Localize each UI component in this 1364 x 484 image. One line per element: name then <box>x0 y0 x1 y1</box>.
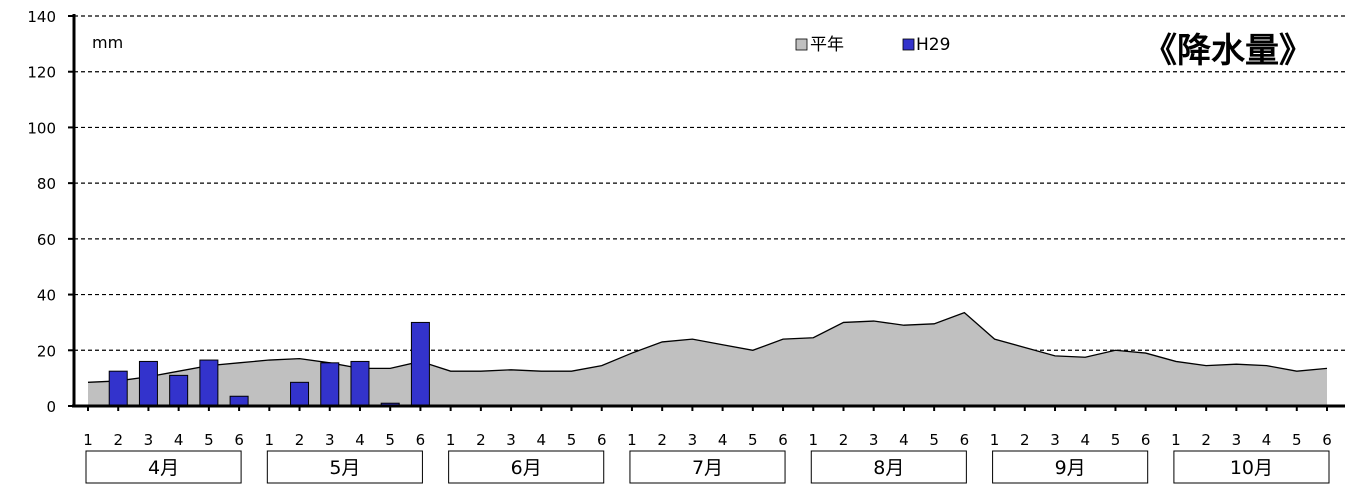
x-tick-label-3: 3 <box>144 431 154 449</box>
y-tick-label-100: 100 <box>27 119 56 137</box>
x-tick-label-12: 6 <box>416 431 426 449</box>
x-tick-label-35: 5 <box>1111 431 1121 449</box>
x-tick-label-17: 5 <box>567 431 577 449</box>
h29-bar-2 <box>108 370 128 407</box>
normal-area-layer <box>87 311 1328 406</box>
x-tick-label-4: 4 <box>174 431 184 449</box>
x-tick-label-28: 4 <box>899 431 909 449</box>
y-unit-label: mm <box>92 33 123 52</box>
x-tick-label-31: 1 <box>990 431 1000 449</box>
month-box-1 <box>85 450 242 484</box>
x-tick-label-5: 5 <box>204 431 214 449</box>
x-tick-label-20: 2 <box>657 431 667 449</box>
month-box-3 <box>448 450 605 484</box>
month-box-5 <box>810 450 967 484</box>
x-tick-label-15: 3 <box>506 431 516 449</box>
month-box-6 <box>992 450 1149 484</box>
month-box-7 <box>1173 450 1330 484</box>
month-label-2: 5月 <box>329 457 360 479</box>
h29-bar-4 <box>169 374 189 407</box>
x-tick-label-7: 1 <box>265 431 275 449</box>
x-tick-label-36: 6 <box>1141 431 1151 449</box>
legend-label-normal: 平年 <box>810 35 844 55</box>
h29-bar-5 <box>199 359 219 407</box>
x-tick-label-41: 5 <box>1292 431 1302 449</box>
h29-bar-9 <box>320 362 340 407</box>
x-tick-label-21: 3 <box>688 431 698 449</box>
legend-swatch-normal <box>795 38 808 51</box>
x-tick-label-23: 5 <box>748 431 758 449</box>
y-tick-label-120: 120 <box>27 64 56 82</box>
y-tick-label-40: 40 <box>37 287 56 305</box>
x-tick-label-37: 1 <box>1171 431 1181 449</box>
x-tick-label-8: 2 <box>295 431 305 449</box>
normal-line <box>87 311 1328 383</box>
h29-bar-3 <box>138 360 158 407</box>
x-tick-label-29: 5 <box>929 431 939 449</box>
month-label-6: 9月 <box>1055 457 1086 479</box>
legend-label-h29: H29 <box>916 35 950 55</box>
x-tick-labels: 1 2 3 4 5 6 1 2 3 4 5 6 1 2 3 4 5 6 1 2 3 4 5 6 1 2 3 4 5 6 1 2 3 4 5 6 1 2 3 4… <box>83 431 1332 449</box>
month-boxes: 4月 5月 6月 7月 8月 9月 10月 <box>85 450 1330 484</box>
y-tick-labels: 0 20 40 60 80 100 120 140 <box>27 8 56 416</box>
x-tick-label-2: 2 <box>113 431 123 449</box>
x-tick-label-14: 2 <box>476 431 486 449</box>
x-tick-label-6: 6 <box>234 431 244 449</box>
chart-title: 《降水量》 <box>1143 31 1313 71</box>
month-label-4: 7月 <box>692 457 723 479</box>
x-tick-label-30: 6 <box>960 431 970 449</box>
month-label-7: 10月 <box>1230 457 1273 479</box>
legend: 平年 H29 <box>795 35 950 55</box>
month-box-2 <box>266 450 423 484</box>
y-tick-label-140: 140 <box>27 8 56 26</box>
x-tick-label-25: 1 <box>808 431 818 449</box>
normal-area <box>88 312 1327 406</box>
legend-swatch-h29 <box>902 38 915 51</box>
h29-bar-12 <box>410 321 430 407</box>
x-tick-label-10: 4 <box>355 431 365 449</box>
x-tick-label-32: 2 <box>1020 431 1030 449</box>
h29-bar-10 <box>350 360 370 407</box>
y-tick-label-0: 0 <box>46 398 56 416</box>
x-tick-label-9: 3 <box>325 431 335 449</box>
x-tick-label-33: 3 <box>1050 431 1060 449</box>
month-label-3: 6月 <box>511 457 542 479</box>
y-tick-label-80: 80 <box>37 175 56 193</box>
x-tick-label-11: 5 <box>385 431 395 449</box>
month-label-5: 8月 <box>873 457 904 479</box>
x-tick-label-39: 3 <box>1232 431 1242 449</box>
x-tick-label-26: 2 <box>839 431 849 449</box>
x-tick-label-40: 4 <box>1262 431 1272 449</box>
x-tick-label-22: 4 <box>718 431 728 449</box>
x-tick-label-19: 1 <box>627 431 637 449</box>
x-tick-label-42: 6 <box>1322 431 1332 449</box>
x-tick-label-18: 6 <box>597 431 607 449</box>
grid-lines <box>74 15 1345 351</box>
month-label-1: 4月 <box>148 457 179 479</box>
y-tick-label-60: 60 <box>37 231 56 249</box>
x-tick-label-34: 4 <box>1080 431 1090 449</box>
x-tick-label-27: 3 <box>869 431 879 449</box>
x-tick-label-1: 1 <box>83 431 93 449</box>
x-tick-label-16: 4 <box>537 431 547 449</box>
axes <box>68 14 1345 411</box>
x-tick-label-38: 2 <box>1201 431 1211 449</box>
x-tick-label-24: 6 <box>778 431 788 449</box>
h29-bar-8 <box>290 381 310 407</box>
x-tick-label-13: 1 <box>446 431 456 449</box>
month-box-4 <box>629 450 786 484</box>
y-tick-label-20: 20 <box>37 342 56 360</box>
